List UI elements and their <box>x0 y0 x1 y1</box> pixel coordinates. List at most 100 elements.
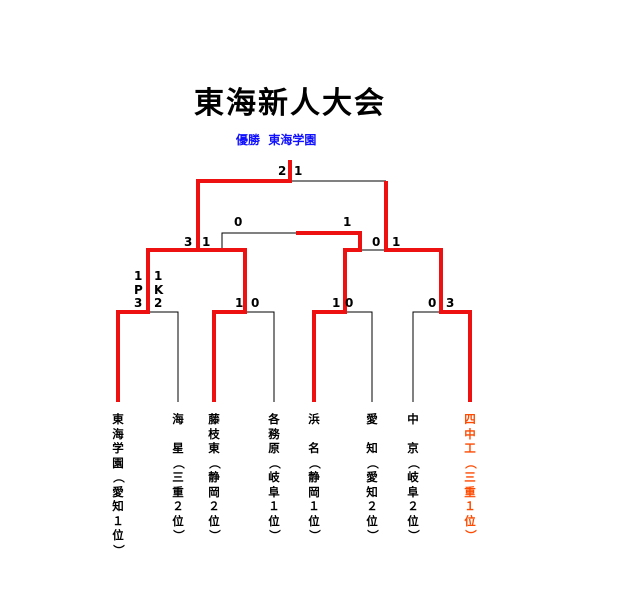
team-label-char: （ <box>365 457 380 469</box>
team-label-char: 阜 <box>268 484 280 499</box>
score-sf1-left: 3 <box>184 235 192 249</box>
score-final-right: 1 <box>294 164 302 178</box>
score-qf4-left: 0 <box>428 296 436 310</box>
team-label-char: 三 <box>172 470 184 484</box>
team-label-char: （ <box>207 457 222 469</box>
score-qf4-right: 3 <box>446 296 454 310</box>
team-label-char: 園 <box>112 455 124 470</box>
team-label-char: 静 <box>208 470 220 484</box>
team-label-char: ） <box>365 529 380 542</box>
loser-line-kakamigahara <box>245 311 275 402</box>
page-title: 東海新人大会 <box>194 86 386 121</box>
team-label-char: 京 <box>407 441 419 455</box>
team-label-char: 知 <box>366 441 378 455</box>
team-label-char: 学 <box>112 441 124 455</box>
team-label-char: （ <box>267 457 282 469</box>
team-label-char: 位 <box>464 513 476 528</box>
team-label-char: 浜 <box>308 412 320 426</box>
team-label-char: 原 <box>268 441 280 455</box>
team-label-char: 愛 <box>112 484 124 499</box>
team-label-char: 中 <box>407 412 419 426</box>
score-qf2-left: 1 <box>235 296 243 310</box>
team-label-char: 海 <box>112 426 124 441</box>
team-label-char: 愛 <box>366 412 378 426</box>
team-label-char: 海 <box>172 412 184 426</box>
team-label-char: （ <box>111 471 126 484</box>
team-label-char: 務 <box>268 426 280 441</box>
winner-path-tokai <box>116 160 292 402</box>
score-qf3-left: 1 <box>332 296 340 310</box>
team-label-char: 星 <box>172 441 184 455</box>
score-sf2-winner: 1 <box>343 215 351 229</box>
team-label-char: 四 <box>464 412 476 426</box>
score-final-left: 2 <box>278 164 286 178</box>
team-label-char: 工 <box>464 441 476 455</box>
team-label-char: ２ <box>366 499 378 513</box>
team-label-char: 重 <box>464 484 476 499</box>
team-label-char: ） <box>111 544 126 556</box>
winner-path-fujieda <box>198 248 247 402</box>
team-label-char: ２ <box>172 499 184 513</box>
score-sf1-right: 1 <box>202 235 210 249</box>
team-label-char: 岐 <box>268 470 280 484</box>
team-label-char: １ <box>464 499 476 513</box>
team-label-char <box>364 427 380 442</box>
team-label-char <box>170 427 186 442</box>
score-qf1-left-2: P <box>134 283 143 297</box>
team-label-char: 岡 <box>308 484 320 499</box>
loser-line-sf <box>221 232 296 250</box>
team-label-char: 位 <box>407 513 419 528</box>
team-label-char: 位 <box>268 513 280 528</box>
score-sf2-loser: 0 <box>234 215 242 229</box>
team-label-char: 位 <box>366 513 378 528</box>
team-label-char: ２ <box>407 499 419 513</box>
team-label-char: 三 <box>464 470 476 484</box>
team-label-char: 知 <box>366 484 378 499</box>
team-label-char: 枝 <box>208 426 220 441</box>
score-qf1-left-1: 1 <box>134 269 142 283</box>
team-label-char: １ <box>268 499 280 513</box>
loser-line-chukyo <box>412 311 441 402</box>
team-label-char: ） <box>171 529 186 542</box>
team-label-char: 中 <box>464 426 476 441</box>
team-label-char: 岐 <box>407 470 419 484</box>
team-label-char: 名 <box>308 441 320 455</box>
team-label-char <box>306 427 322 442</box>
team-label-char: 各 <box>268 412 280 426</box>
score-qf1-right-3: 2 <box>154 296 162 310</box>
score-qf1-right-2: K <box>154 283 164 297</box>
team-label-char: ２ <box>208 499 220 513</box>
team-label-char: 位 <box>112 528 124 542</box>
team-label-char: （ <box>463 457 478 469</box>
team-label-char: ） <box>207 529 222 542</box>
winner-path-yonchuko <box>384 181 472 402</box>
score-sf2-left: 0 <box>372 235 380 249</box>
team-label-char <box>405 427 421 442</box>
team-label-char: 重 <box>172 484 184 499</box>
team-label-char: 位 <box>308 513 320 528</box>
team-label-char: 岡 <box>208 484 220 499</box>
team-label-char: 東 <box>208 441 220 455</box>
team-label-char: （ <box>307 457 322 469</box>
team-label-char: 位 <box>208 513 220 528</box>
team-label-char: （ <box>171 457 186 469</box>
team-label-char: ） <box>463 529 478 542</box>
score-labels: 2 1 0 1 3 1 0 1 1 P 3 1 K 2 1 0 1 0 0 3 <box>134 164 454 310</box>
winner-lines <box>116 160 472 402</box>
score-qf2-right: 0 <box>251 296 259 310</box>
team-label-char: １ <box>308 499 320 513</box>
team-label-char: 知 <box>112 499 124 513</box>
champion-label: 優勝 東海学園 <box>236 133 317 147</box>
winner-path-hamana <box>296 231 362 402</box>
score-qf1-left-3: 3 <box>134 296 142 310</box>
team-label-char: 阜 <box>407 484 419 499</box>
loser-lines <box>148 180 441 402</box>
